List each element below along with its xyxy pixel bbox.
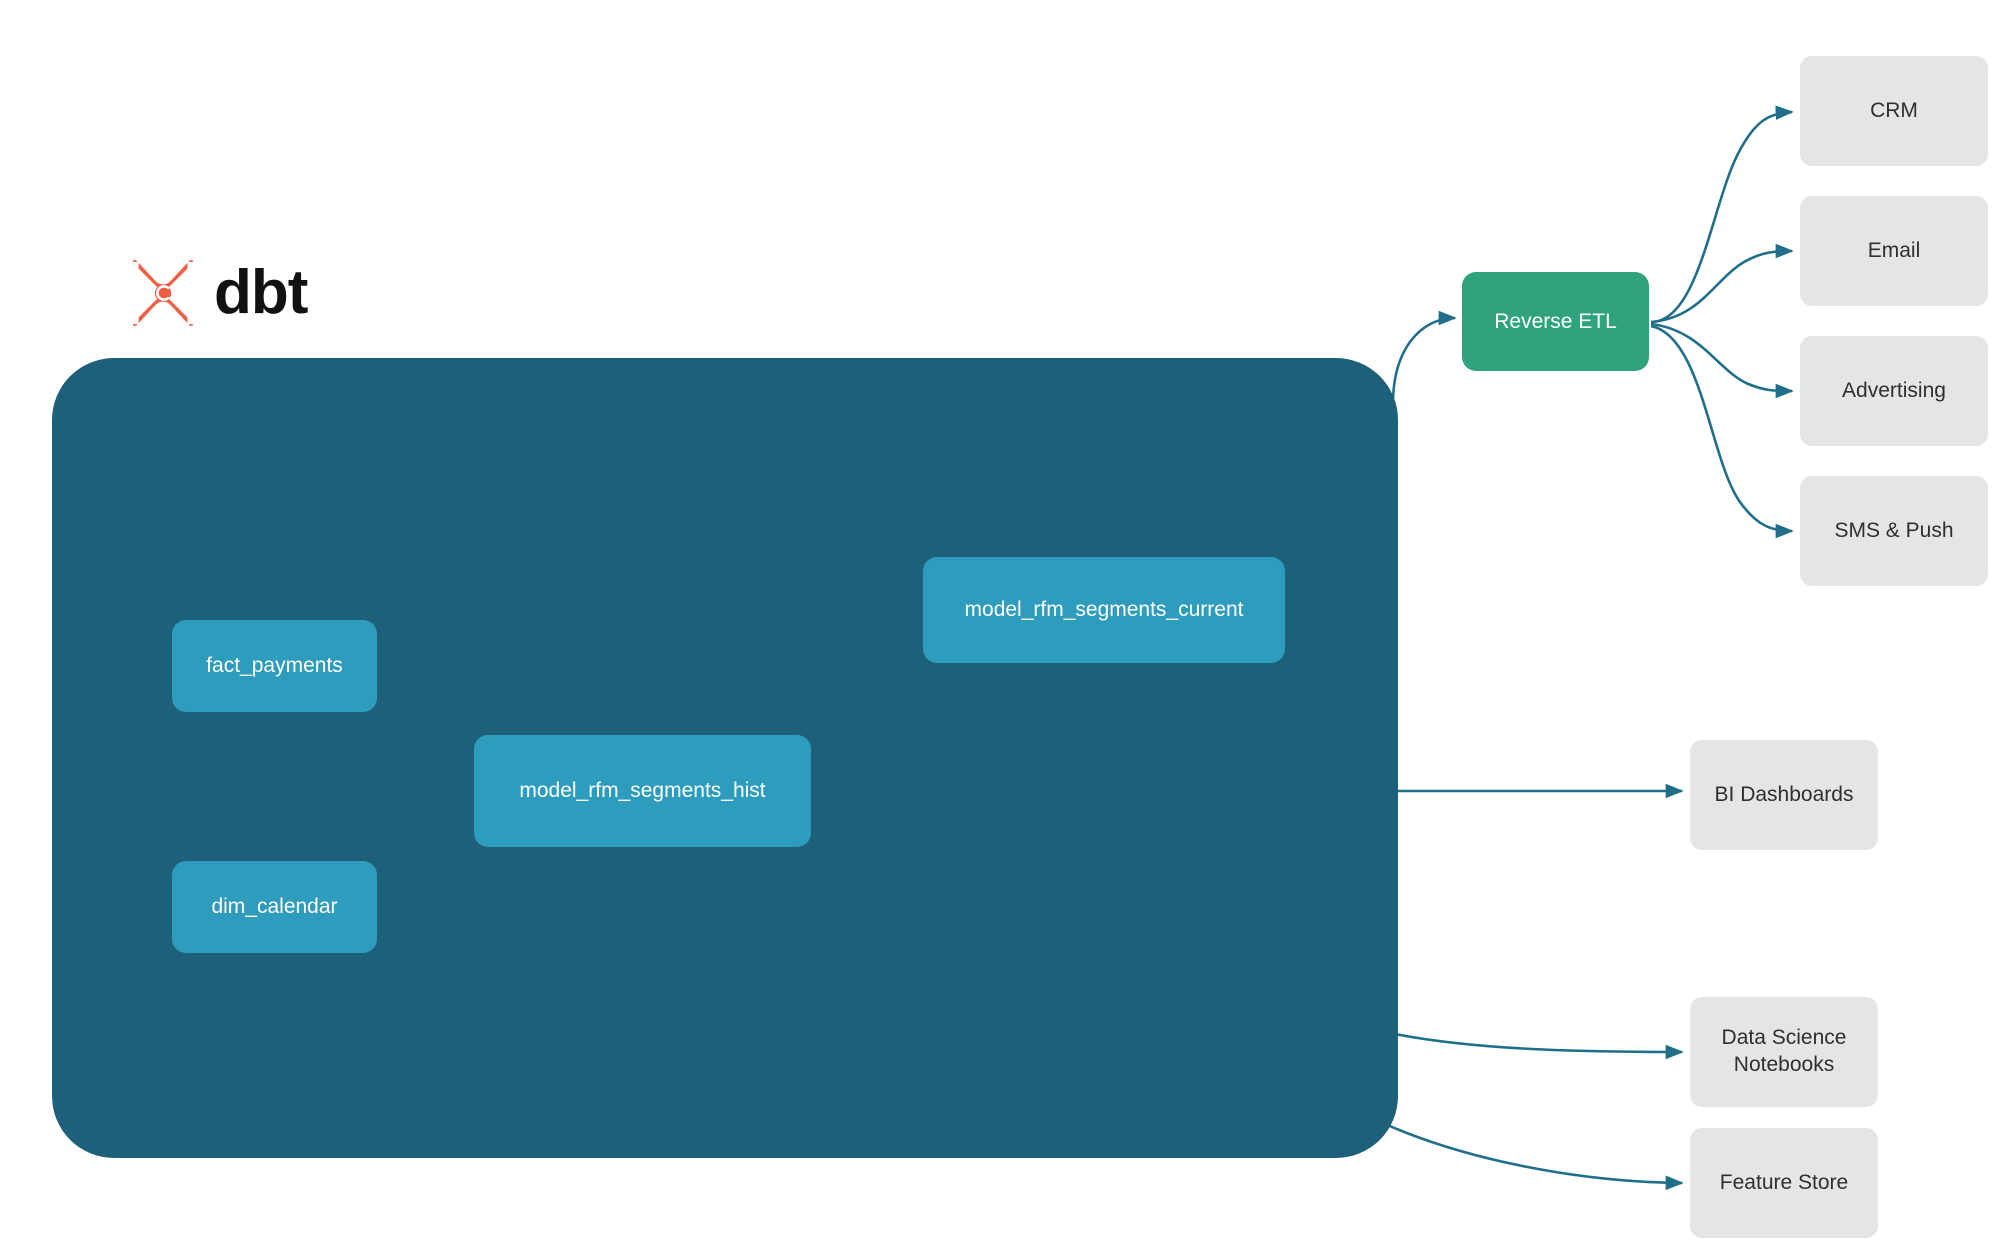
model-node-label: model_rfm_segments_current — [964, 598, 1244, 621]
reverse-etl-node[interactable]: Reverse ETL — [1462, 272, 1649, 371]
destination-label: CRM — [1870, 98, 1918, 122]
destination-node-feature-store[interactable]: Feature Store — [1690, 1128, 1878, 1238]
destination-node-advertising[interactable]: Advertising — [1800, 336, 1988, 446]
dbt-wordmark: dbt — [214, 258, 308, 327]
destination-label: Feature Store — [1719, 1170, 1849, 1194]
destination-node-bi-dashboards[interactable]: BI Dashboards — [1690, 740, 1878, 850]
edge-to-ds_notebooks — [1384, 1030, 1684, 1060]
model-node-rfm-segments-current[interactable]: model_rfm_segments_current — [923, 557, 1285, 663]
model-node-rfm-segments-hist[interactable]: model_rfm_segments_hist — [474, 735, 811, 847]
model-node-dim-calendar[interactable]: dim_calendar — [172, 861, 377, 953]
model-node-label: model_rfm_segments_hist — [519, 779, 766, 802]
destination-node-sms-push[interactable]: SMS & Push — [1800, 476, 1988, 586]
edge-reverse_etl-to-sms_push — [1650, 324, 1794, 539]
dbt-x-logo-icon — [131, 260, 195, 326]
edge-to-feature_store — [1371, 1116, 1684, 1191]
destination-label: SMS & Push — [1834, 518, 1954, 542]
destination-node-crm[interactable]: CRM — [1800, 56, 1988, 166]
destination-label: Advertising — [1842, 378, 1946, 402]
destination-label: BI Dashboards — [1714, 782, 1854, 806]
destination-label: Email — [1867, 238, 1921, 262]
dbt-brand: dbt — [126, 256, 308, 330]
model-node-label: fact_payments — [206, 654, 343, 677]
model-node-fact-payments[interactable]: fact_payments — [172, 620, 377, 712]
edge-reverse_etl-to-advertising — [1650, 322, 1794, 399]
reverse-etl-label: Reverse ETL — [1494, 309, 1617, 333]
model-node-label: dim_calendar — [211, 895, 338, 918]
edge-reverse_etl-to-email — [1650, 243, 1794, 324]
edge-to-reverse_etl — [1391, 310, 1457, 405]
edge-reverse_etl-to-crm — [1650, 105, 1794, 324]
destination-node-email[interactable]: Email — [1800, 196, 1988, 306]
